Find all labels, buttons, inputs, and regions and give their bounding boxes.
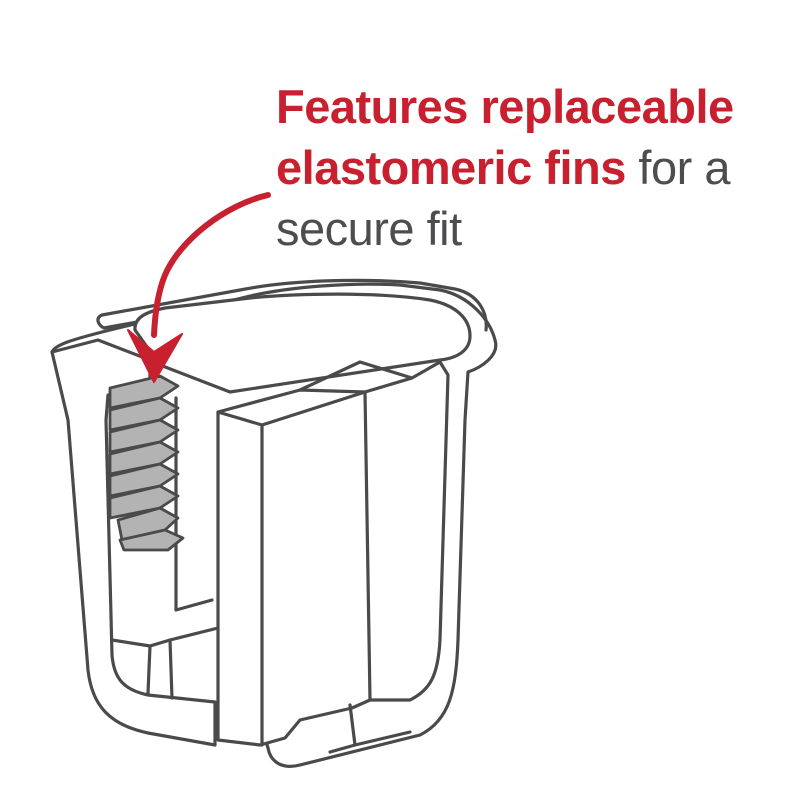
holder-right-edges [298,360,450,702]
callout-line-2: elastomeric fins for a [276,137,776,198]
holder-inner-opening [133,292,472,394]
callout-line-1: Features replaceable [276,76,776,137]
elastomeric-fins [108,374,185,552]
holder-floor [110,626,220,700]
holder-divider-block [216,388,372,747]
fin-8 [118,528,185,552]
callout-plain-3: secure fit [276,202,462,255]
fin-7 [116,506,180,542]
callout-highlight-2: elastomeric fins [276,141,626,194]
holder-bottom-notch [328,703,412,754]
arrow-shaft [151,192,271,338]
arrow-head [127,329,183,383]
fin-3 [108,418,180,454]
holder-rear-edge [174,396,214,612]
feature-callout: Features replaceable elastomeric fins fo… [276,76,776,259]
holder-divider-face [216,390,367,747]
fin-5 [108,462,180,498]
holder-left-wall [50,338,217,747]
callout-plain-2: for a [625,141,730,194]
callout-highlight-1: Features replaceable [276,80,734,133]
fin-6 [108,484,180,520]
callout-line-3: secure fit [276,198,776,259]
fin-2 [108,396,180,432]
curved-arrow-icon [127,192,271,383]
fin-4 [108,440,180,476]
